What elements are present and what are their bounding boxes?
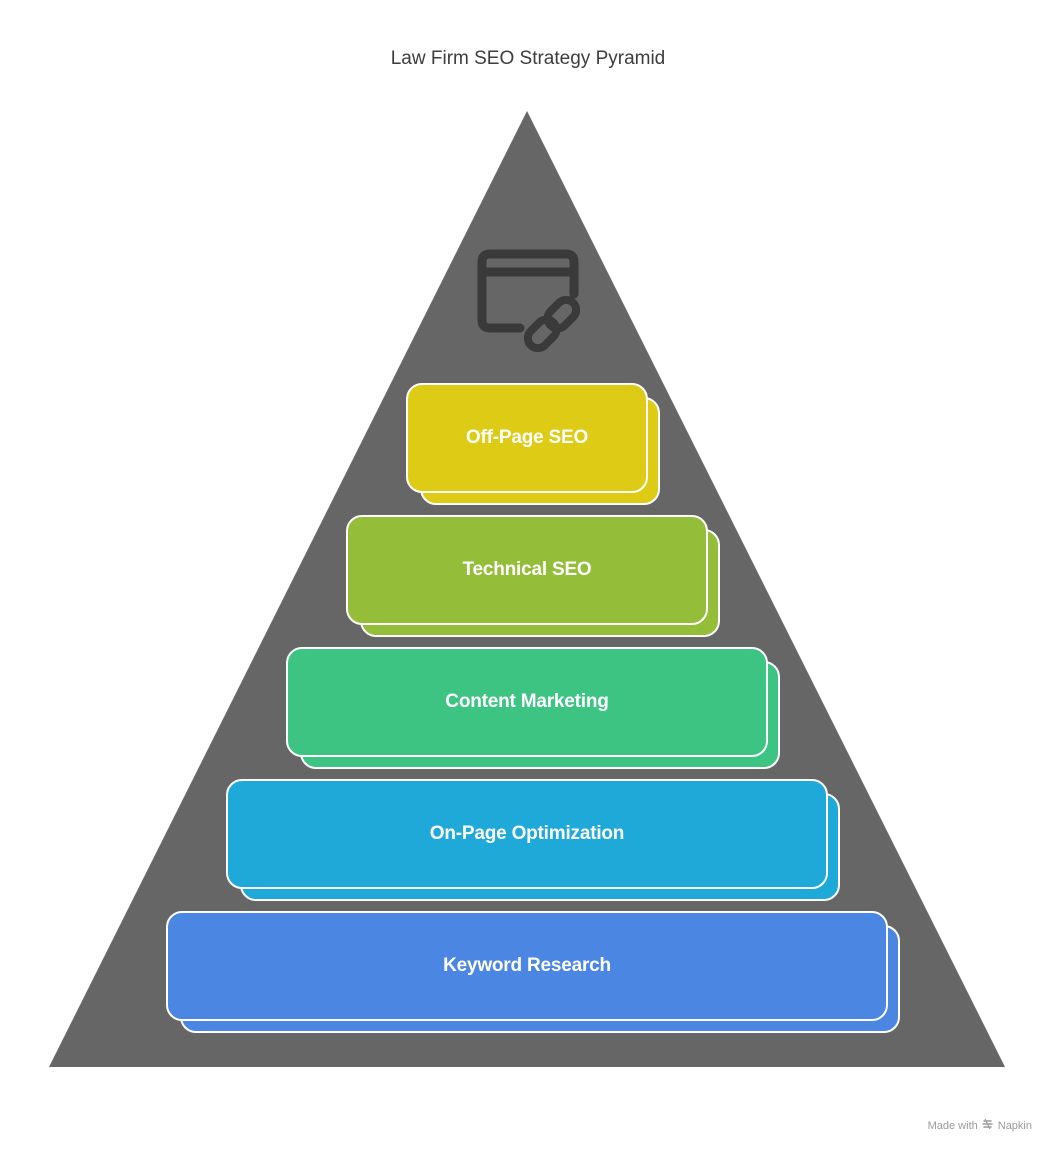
napkin-brand-text: Napkin	[997, 1119, 1032, 1132]
tier-on-page-optimization: On-Page Optimization	[226, 779, 828, 889]
tier-label: Off-Page SEO	[465, 427, 589, 448]
browser-link-icon	[476, 248, 581, 353]
tier-technical-seo: Technical SEO	[346, 515, 708, 625]
tier-label: On-Page Optimization	[429, 823, 625, 844]
napkin-logo-icon	[982, 1118, 994, 1133]
tier-content-marketing: Content Marketing	[286, 647, 768, 757]
tier-off-page-seo: Off-Page SEO	[406, 383, 648, 493]
made-with-text: Made with	[927, 1119, 978, 1132]
made-with-napkin-footer: Made with Napkin	[928, 1118, 1032, 1133]
diagram-title: Law Firm SEO Strategy Pyramid	[390, 48, 666, 69]
tier-label: Keyword Research	[443, 955, 611, 976]
tier-label: Content Marketing	[445, 691, 609, 712]
tier-keyword-research: Keyword Research	[166, 911, 888, 1021]
tier-label: Technical SEO	[462, 559, 592, 580]
